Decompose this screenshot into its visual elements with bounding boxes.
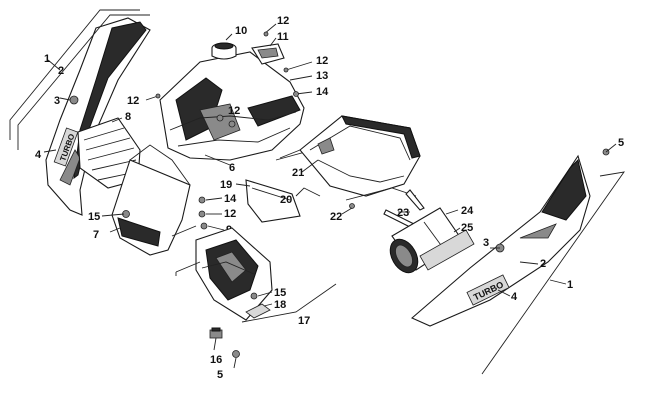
intake-silencer: [389, 207, 463, 274]
callout-15-bottom: 15: [274, 287, 286, 299]
callout-3-left: 3: [54, 95, 60, 107]
callout-22: 22: [330, 211, 342, 223]
console-tray: [299, 115, 421, 197]
callout-4-left: 4: [35, 149, 42, 161]
callout-17: 17: [298, 315, 310, 327]
callout-2-left: 2: [58, 65, 64, 77]
silencer-foam: [419, 229, 475, 271]
callout-16: 16: [210, 354, 222, 366]
callout-18: 18: [274, 299, 286, 311]
callout-20: 20: [280, 194, 292, 206]
upper-hood: [159, 51, 305, 161]
gauge-cover: [251, 43, 285, 65]
callout-23: 23: [397, 207, 409, 219]
callout-15-left: 15: [88, 211, 100, 223]
grommet-16: [209, 327, 223, 339]
callout-1-left: 1: [44, 53, 50, 65]
filler-cap: [211, 42, 237, 60]
callout-1-right: 1: [567, 279, 573, 291]
callout-12-right: 12: [316, 55, 328, 67]
callout-5-bottom: 5: [217, 369, 223, 381]
callout-24: 24: [461, 205, 474, 217]
fastener-3-left: [69, 95, 79, 105]
callout-13: 13: [316, 70, 328, 82]
callout-14-top: 14: [316, 86, 329, 98]
callout-12-top: 12: [277, 15, 289, 27]
callout-7: 7: [93, 229, 99, 241]
callout-21: 21: [292, 167, 304, 179]
callout-12-center: 12: [228, 105, 240, 117]
lower-nose-panel: [111, 144, 191, 256]
callout-5-right: 5: [618, 137, 624, 149]
callout-6: 6: [229, 162, 235, 174]
callout-3-right: 3: [483, 237, 489, 249]
callout-19: 19: [220, 179, 232, 191]
pad-18: [245, 303, 271, 319]
callout-12-mid: 12: [224, 208, 236, 220]
callout-8: 8: [125, 111, 131, 123]
fastener-5-bottom: [232, 350, 240, 358]
callout-25: 25: [461, 222, 473, 234]
callout-2-right: 2: [540, 258, 546, 270]
callout-11: 11: [277, 31, 289, 43]
callout-10: 10: [235, 25, 247, 37]
callout-12-left: 12: [127, 95, 139, 107]
fastener-12-hood: [216, 114, 224, 122]
callout-4-right: 4: [511, 291, 518, 303]
windshield: [245, 179, 301, 223]
callout-14-mid: 14: [224, 193, 237, 205]
